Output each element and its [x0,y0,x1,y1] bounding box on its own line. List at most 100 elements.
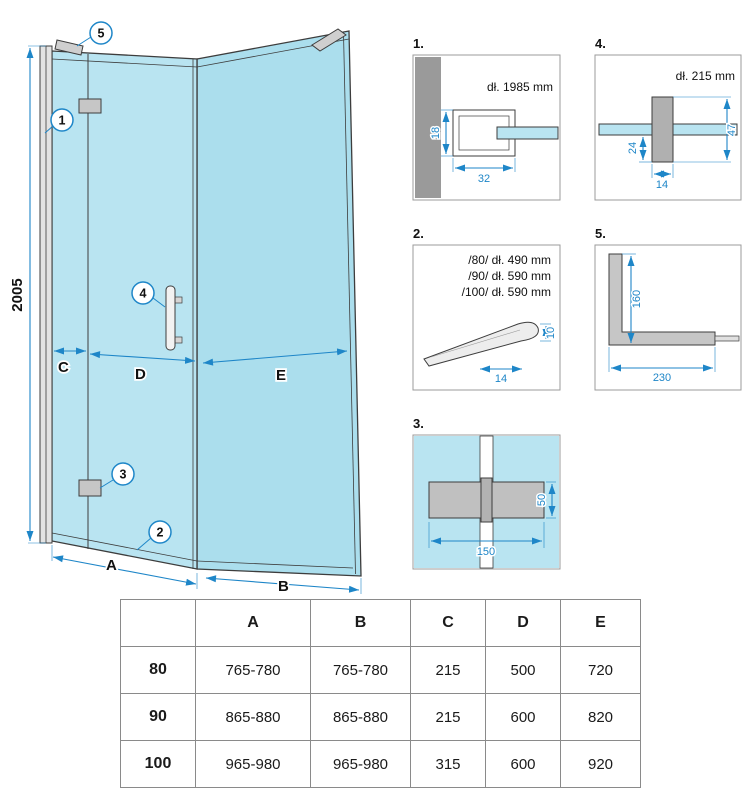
hinge-plate [651,96,674,163]
callout-5-number: 5 [98,27,105,41]
svg-text:14: 14 [656,179,668,191]
table-row-label: 90 [120,693,196,741]
svg-text:160: 160 [631,290,643,308]
table-header-row: A B C D E [120,599,641,647]
callout-4-number: 4 [140,287,147,301]
svg-text:150: 150 [477,546,495,558]
detail-2-number: 2. [413,226,424,241]
table-header-a: A [195,599,311,647]
detail-2-length-90: /90/ dł. 590 mm [468,269,551,283]
size-table: A B C D E 80 765-780 765-780 215 500 720… [120,599,641,788]
table-row-label: 100 [120,740,196,788]
dim-height-2005: 2005 [7,45,46,544]
table-cell: 965-980 [195,740,311,788]
svg-text:14: 14 [495,373,507,385]
callout-1: 1 [44,108,74,134]
table-row-100: 100 965-980 965-980 315 600 920 [120,740,641,788]
detail-2-length-100: /100/ dł. 590 mm [462,285,551,299]
svg-text:47: 47 [726,124,738,136]
size-table-container: A B C D E 80 765-780 765-780 215 500 720… [120,599,641,788]
detail-2-support-bar: 2. /80/ dł. 490 mm /90/ dł. 590 mm /100/… [412,226,561,391]
table-header-d: D [485,599,561,647]
dim-b-label: B [278,578,289,595]
top-left-bracket [54,39,84,56]
detail-1-dim-32: 32 [452,158,516,187]
dim-b: B [205,575,362,597]
table-cell: 500 [485,646,561,694]
svg-text:32: 32 [478,173,490,185]
glass-section [496,126,559,140]
table-cell: 965-980 [310,740,411,788]
table-cell: 215 [410,693,486,741]
detail-4-dim-24: 24 [626,137,652,163]
side-glass-panel [196,30,362,577]
table-cell: 765-780 [195,646,311,694]
table-cell: 600 [485,693,561,741]
detail-3-dim-150: 150 [428,522,545,560]
detail-1-number: 1. [413,36,424,51]
table-row-label: 80 [120,646,196,694]
hinge-knuckle [480,477,493,523]
table-header-e: E [560,599,641,647]
callout-2-number: 2 [157,526,164,540]
table-cell: 215 [410,646,486,694]
detail-2-length-80: /80/ dł. 490 mm [468,253,551,267]
svg-text:18: 18 [430,127,442,139]
detail-5-dim-160: 160 [622,253,645,343]
dim-a: A [51,545,198,589]
profile-inner-line [430,329,521,358]
detail-2-dim-10: 10 [540,323,559,342]
dim-a-label: A [106,557,117,574]
height-dimension-label: 2005 [9,278,26,311]
table-row-80: 80 765-780 765-780 215 500 720 [120,646,641,694]
table-cell: 865-880 [195,693,311,741]
technical-drawing-svg: 2005 C D E A B 5 [7,21,742,597]
top-right-bracket [311,28,347,52]
detail-1-dim-18: 18 [429,109,453,157]
table-cell: 315 [410,740,486,788]
detail-3-dim-50: 50 [535,481,556,519]
table-cell: 765-780 [310,646,411,694]
callout-5: 5 [76,21,113,47]
top-hinge [78,98,102,114]
table-header-b: B [310,599,411,647]
wall-profile [39,45,53,544]
glass-edge [714,335,740,342]
table-cell: 600 [485,740,561,788]
table-header-c: C [410,599,486,647]
table-cell: 720 [560,646,641,694]
detail-4-dim-14: 14 [651,164,674,193]
table-cell: 865-880 [310,693,411,741]
door-handle [165,285,183,351]
dim-e: E [202,348,348,386]
detail-4-number: 4. [595,36,606,51]
svg-text:24: 24 [627,142,639,154]
table-row-90: 90 865-880 865-880 215 600 820 [120,693,641,741]
detail-4-length-label: dł. 215 mm [676,69,735,83]
table-cell: 920 [560,740,641,788]
callout-3: 3 [99,462,135,489]
svg-text:10: 10 [545,327,557,339]
detail-5-number: 5. [595,226,606,241]
svg-text:50: 50 [536,494,548,506]
dim-c: C [54,347,86,378]
wall-section [415,57,441,198]
dim-d: D [89,351,196,385]
detail-2-dim-14: 14 [480,365,522,387]
detail-4-hinge-section: 4. dł. 215 mm 24 47 14 [594,36,742,201]
table-corner-cell [120,599,196,647]
bottom-hinge [78,479,102,497]
detail-4-dim-47: 47 [673,96,740,163]
callout-2: 2 [136,520,172,551]
dim-c-label: C [58,359,69,376]
svg-text:230: 230 [653,372,671,384]
dim-d-label: D [135,366,146,383]
detail-5-corner-profile: 5. 160 230 [594,226,742,391]
callout-3-number: 3 [120,468,127,482]
detail-3-number: 3. [413,416,424,431]
dim-e-label: E [276,367,286,384]
detail-5-dim-230: 230 [608,347,716,386]
callout-4: 4 [131,281,166,308]
main-enclosure-drawing: 2005 C D E A B 5 [7,21,362,597]
